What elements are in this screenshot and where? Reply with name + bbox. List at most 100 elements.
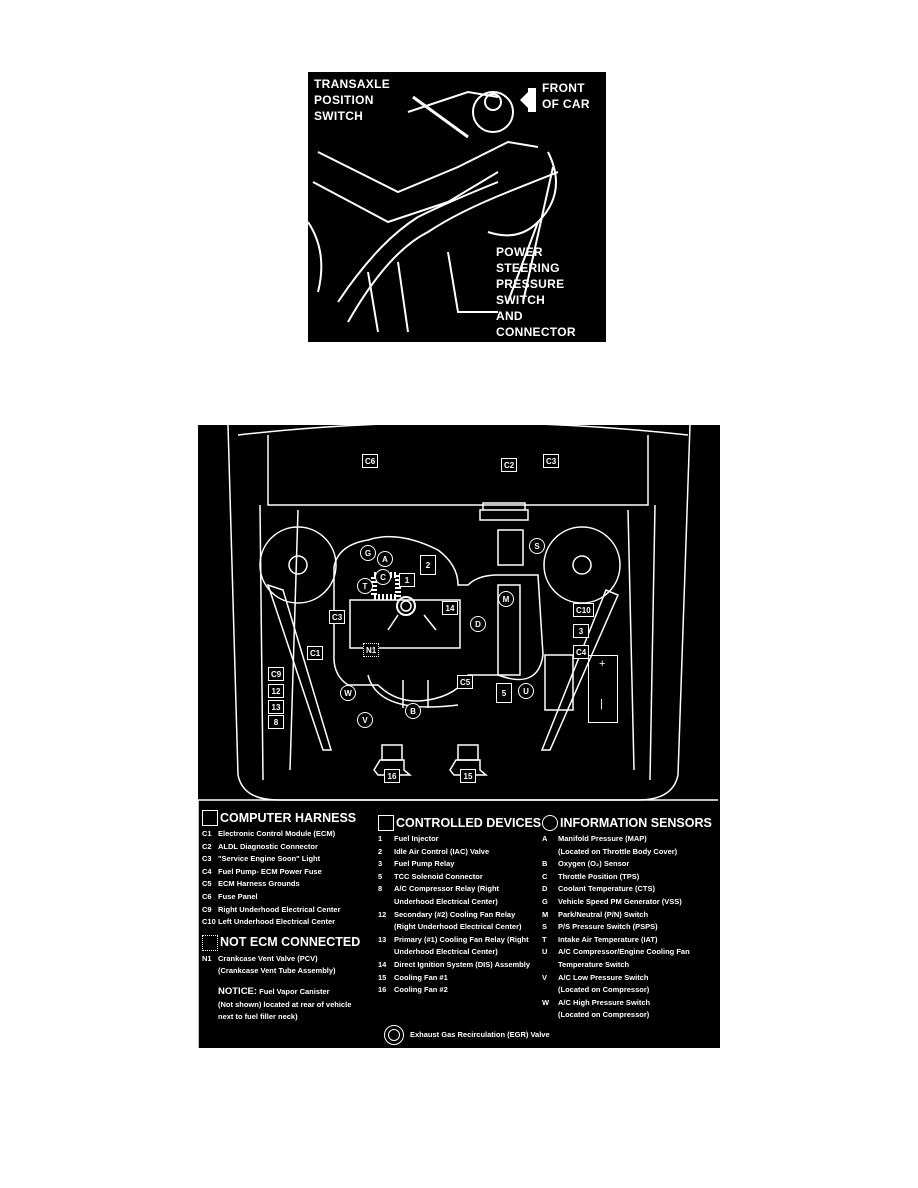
key: D: [542, 884, 548, 894]
key: B: [542, 859, 548, 869]
item: P/S Pressure Switch (PSPS): [558, 922, 658, 932]
key: C9: [202, 904, 212, 914]
label-C3: C3: [543, 454, 560, 468]
label-V: V: [357, 712, 373, 728]
label-A: A: [377, 551, 393, 567]
key: N1: [202, 953, 212, 963]
legend-title: COMPUTER HARNESS: [220, 810, 357, 825]
item: Throttle Position (TPS): [558, 871, 640, 881]
key: 16: [378, 985, 387, 995]
key: V: [542, 972, 548, 982]
key: C: [542, 871, 548, 881]
item: Fuel Injector: [394, 834, 439, 843]
power-steering-switch-callout: POWER STEERING PRESSURE SWITCH AND CONNE…: [496, 245, 576, 339]
label-T: T: [357, 578, 373, 594]
item-sub: Underhood Electrical Center): [394, 947, 498, 957]
item: Right Underhood Electrical Center: [218, 904, 341, 914]
label-5: 5: [496, 683, 512, 703]
item: ECM Harness Grounds: [218, 879, 300, 889]
key: G: [542, 896, 548, 906]
item: TCC Solenoid Connector: [394, 871, 483, 881]
key: C10: [202, 917, 216, 927]
item-sub: Underhood Electrical Center): [394, 896, 498, 906]
item: Idle Air Control (IAC) Valve: [394, 846, 490, 856]
item-sub: (Located on Compressor): [558, 985, 650, 995]
label-2: 2: [420, 555, 436, 575]
item: Manifold Pressure (MAP): [558, 834, 647, 843]
transaxle-position-switch-callout: TRANSAXLE POSITION SWITCH: [314, 77, 391, 123]
key: 12: [378, 909, 387, 919]
item: Primary (#1) Cooling Fan Relay (Right: [394, 934, 529, 944]
key: C3: [202, 854, 212, 864]
item: A/C Compressor/Engine Cooling Fan: [558, 947, 690, 957]
label-C3-engine: C3: [329, 610, 346, 624]
dotted-square-symbol-icon: [202, 934, 218, 951]
label-C2: C2: [501, 458, 518, 472]
transaxle-switch-figure: TRANSAXLE POSITION SWITCH FRONT OF CAR P…: [308, 72, 606, 342]
item: Cooling Fan #2: [394, 985, 448, 995]
label-S: S: [529, 538, 545, 554]
item: Park/Neutral (P/N) Switch: [558, 909, 649, 919]
label-12: 12: [268, 684, 284, 698]
key: S: [542, 922, 548, 932]
item: Fuse Panel: [218, 891, 258, 901]
label-8: 8: [268, 715, 284, 729]
notice-label: NOTICE:: [218, 985, 258, 997]
item: Coolant Temperature (CTS): [558, 884, 655, 894]
item: Secondary (#2) Cooling Fan Relay: [394, 909, 516, 919]
legend-title: CONTROLLED DEVICES: [396, 815, 542, 830]
label-16: 16: [384, 769, 400, 783]
front-of-car-callout: FRONT OF CAR: [542, 81, 590, 111]
label-C1: C1: [307, 646, 324, 660]
label-C9: C9: [268, 667, 285, 681]
item: Oxygen (O₂) Sensor: [558, 859, 630, 869]
label-D: D: [470, 616, 486, 632]
item-sub: (Located on Compressor): [558, 1010, 650, 1020]
item: Fuel Pump Relay: [394, 859, 455, 869]
label-G: G: [360, 545, 376, 561]
item-sub: (Crankcase Vent Tube Assembly): [218, 966, 336, 976]
key: C6: [202, 891, 212, 901]
item: Left Underhood Electrical Center: [218, 917, 336, 927]
label-3: 3: [573, 624, 589, 638]
label-C5: C5: [457, 675, 474, 689]
key: A: [542, 834, 548, 843]
legend-title: NOT ECM CONNECTED: [220, 935, 361, 950]
item: Fuel Pump- ECM Power Fuse: [218, 866, 322, 876]
key: 2: [378, 846, 383, 856]
label-U: U: [518, 683, 534, 699]
square-symbol-icon: [202, 810, 218, 826]
key: C1: [202, 829, 212, 838]
notice-text: Fuel Vapor Canister: [259, 986, 330, 996]
label-C4: C4: [573, 645, 590, 659]
notice-line: next to fuel filler neck): [218, 1012, 298, 1022]
engine-line-drawing: [308, 88, 559, 333]
label-15: 15: [460, 769, 476, 783]
square-symbol-icon: [378, 815, 394, 831]
item-sub: (Right Underhood Electrical Center): [394, 922, 522, 932]
label-C6: C6: [362, 454, 379, 468]
item: A/C Low Pressure Switch: [558, 972, 649, 982]
legend-egr: Exhaust Gas Recirculation (EGR) Valve: [384, 1025, 550, 1045]
battery-plus: +: [599, 658, 606, 670]
label-13: 13: [268, 700, 284, 714]
key: 14: [378, 959, 387, 969]
key: U: [542, 947, 548, 957]
item: A/C Compressor Relay (Right: [394, 884, 500, 894]
egr-label: Exhaust Gas Recirculation (EGR) Valve: [410, 1029, 550, 1039]
key: M: [542, 909, 549, 919]
item: ALDL Diagnostic Connector: [218, 841, 318, 851]
label-W: W: [340, 685, 356, 701]
label-C: C: [375, 569, 391, 585]
engine-compartment-outline: [198, 425, 718, 1048]
label-M: M: [498, 591, 514, 607]
battery: + |: [588, 655, 618, 723]
key: 15: [378, 972, 387, 982]
notice-line: (Not shown) located at rear of vehicle: [218, 999, 352, 1009]
label-B: B: [405, 703, 421, 719]
item: Direct Ignition System (DIS) Assembly: [394, 959, 531, 969]
key: 8: [378, 884, 383, 894]
item-sub: Temperature Switch: [558, 959, 630, 969]
